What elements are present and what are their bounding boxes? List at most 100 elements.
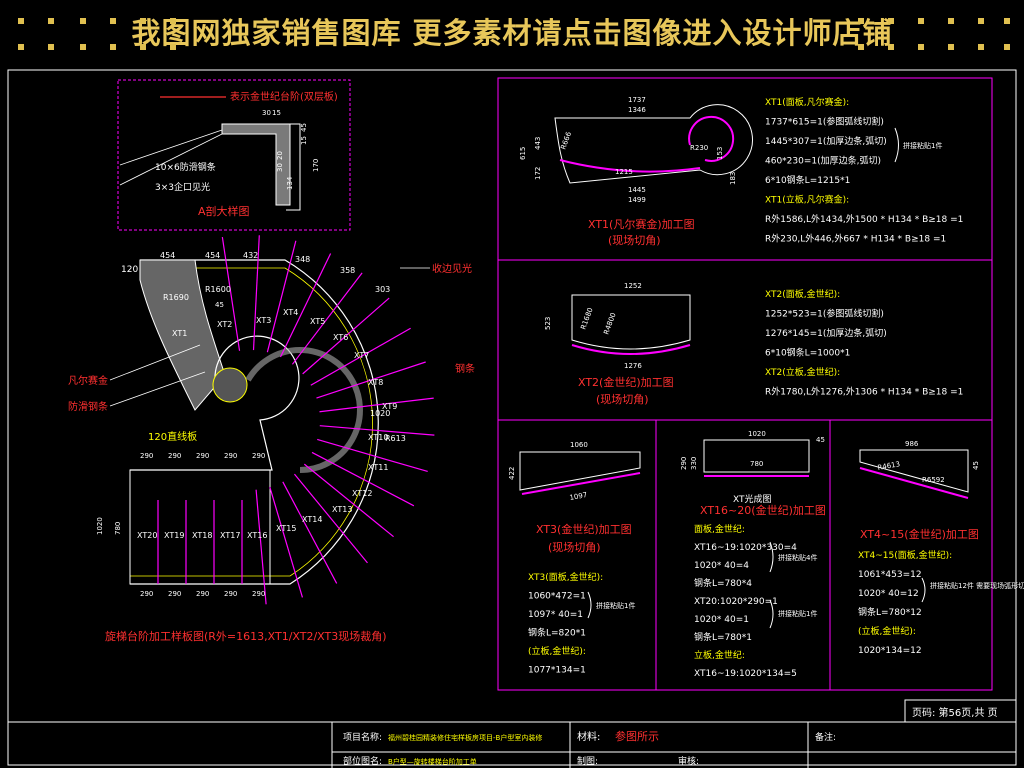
detail-a-label-1: 10×6防滑钢条: [155, 161, 216, 173]
plan-top-dim: 348: [295, 255, 310, 264]
xt16-spec-line: 钢条L=780*1: [694, 631, 752, 643]
xt3-outline: [519, 451, 641, 491]
banner-dot: [110, 18, 116, 24]
xt4-brace: [921, 577, 926, 603]
plan-antislip-label: 防滑钢条: [68, 400, 108, 413]
xt1-dim: 1445: [628, 186, 646, 194]
plan-step-line: [252, 235, 260, 351]
detail-a-dim: 45: [300, 123, 308, 132]
banner-dot: [978, 18, 984, 24]
plan-step-label: XT15: [276, 524, 296, 533]
plan-step-label: XT3: [256, 316, 271, 325]
xt3-dim: 1060: [570, 441, 588, 449]
xt16-spec-line: XT16~19:1020*134=5: [694, 669, 797, 679]
plan-step-label: XT8: [368, 378, 383, 387]
plan-step-label: XT12: [352, 489, 372, 498]
xt1-dim: 1215: [615, 168, 633, 176]
plan-step-line: [279, 253, 332, 358]
xt4-brace-note: 拼接粘贴12件 需要现场弧形切角: [930, 581, 1024, 590]
detail-a-label-2: 3×3企口见光: [155, 181, 210, 193]
xt16-dim: 45: [816, 436, 825, 444]
plan-step-label: XT6: [333, 333, 348, 342]
plan-step-line: [310, 327, 411, 386]
xt16-brace-note-1: 拼接粘贴4件: [778, 553, 817, 562]
plan-step-line: [317, 438, 428, 473]
plan-inner-edge: [130, 267, 373, 577]
xt4-outline: [859, 449, 969, 493]
xt4-spec-line: 1020*134=12: [858, 646, 922, 656]
xt2-spec-line: 1252*523=1(参图弧线切割): [765, 308, 884, 320]
detail-a-dim: 20: [276, 151, 284, 160]
banner-dot: [140, 18, 146, 24]
banner-dot: [888, 18, 894, 24]
banner-dot: [918, 18, 924, 24]
tb-check-label: 审核:: [678, 755, 699, 767]
banner-dot: [858, 44, 864, 50]
xt16-brace-note-2: 拼接粘贴1件: [778, 609, 817, 618]
xt4-dim: R4613: [877, 460, 901, 472]
xt16-spec-line: 钢条L=780*4: [694, 577, 752, 589]
plan-step-label: XT10: [368, 433, 388, 442]
plan-radius-2: R1690: [163, 293, 189, 302]
plan-step-line: [316, 361, 426, 399]
plan-step-label: XT11: [368, 463, 388, 472]
xt1-spec-line: 460*230=1(加厚边条,弧切): [765, 155, 881, 167]
xt1-specs: XT1(面板,凡尔赛金):1737*615=1(参图弧线切割)1445*307=…: [765, 96, 963, 245]
xt16-spec-line: XT16~19:1020*330=4: [694, 543, 797, 553]
xt3-brace: [587, 591, 592, 619]
plan-bottom-dim: 290: [252, 590, 265, 598]
detail-a-riser: [286, 123, 301, 211]
banner-dot: [18, 44, 24, 50]
plan-step-label: XT19: [164, 531, 184, 540]
detail-a-dim: 30: [262, 109, 271, 117]
plan-step-label: XT16: [247, 531, 267, 540]
banner-title: 我图网独家销售图库 更多素材请点击图像进入设计师店铺: [131, 16, 893, 50]
plan-fanyang-leader: [109, 344, 201, 381]
tb-project-value: 福州碧桂园精装修住宅样板房项目-B户型室内装修: [388, 733, 542, 742]
xt4-dim: R6592: [922, 476, 945, 484]
xt1-dim: 183: [729, 172, 737, 185]
plan-step-label: XT13: [332, 505, 352, 514]
plan-step-line: [291, 272, 363, 365]
plan-left-dim: 120: [121, 265, 138, 275]
xt2-caption-2: (现场切角): [596, 392, 649, 406]
tb-page-box: [904, 699, 1017, 723]
xt4-caption: XT4~15(金世纪)加工图: [860, 527, 979, 541]
plan-step-label: XT9: [382, 402, 397, 411]
xt3-spec-line: 1077*134=1: [528, 666, 586, 676]
plan-step-line: [221, 236, 241, 351]
plan-small-dim: 45: [215, 301, 224, 309]
plan-radius-3: R613: [385, 434, 406, 443]
xt2-spec-line: 6*10钢条L=1000*1: [765, 347, 850, 359]
xt16-shape-label: XT光成图: [733, 493, 772, 505]
plan-step-line: [269, 486, 304, 598]
plan-radial-steps: [221, 235, 435, 605]
detail-a-dim: 15: [300, 136, 308, 145]
tb-part-label: 部位图名:: [343, 755, 382, 767]
xt16-outline: [703, 439, 810, 473]
sheet-border: [7, 69, 1017, 766]
plan-top-dim: 454: [205, 251, 220, 260]
xt1-dim: 1346: [628, 106, 646, 114]
xt1-spec-line: XT1(立板,凡尔赛金):: [765, 194, 849, 206]
xt1-dim: 1737: [628, 96, 646, 104]
xt1-spec-line: 6*10钢条L=1215*1: [765, 174, 850, 186]
plan-step-label: XT2: [217, 320, 232, 329]
xt4-dim: 986: [905, 440, 919, 448]
xt16-brace-2: [769, 599, 774, 629]
banner-dot: [948, 18, 954, 24]
tb-material-value: 参图所示: [615, 729, 659, 743]
plan-top-dim: 358: [340, 266, 355, 275]
plan-radius-1: R1600: [205, 285, 231, 294]
plan-step-line: [303, 463, 394, 538]
plan-outer-arc: [130, 259, 379, 585]
plan-edge-label: 收边见光: [432, 262, 472, 275]
plan-step-label: XT5: [310, 317, 325, 326]
plan-top-dim: 454: [160, 251, 175, 260]
